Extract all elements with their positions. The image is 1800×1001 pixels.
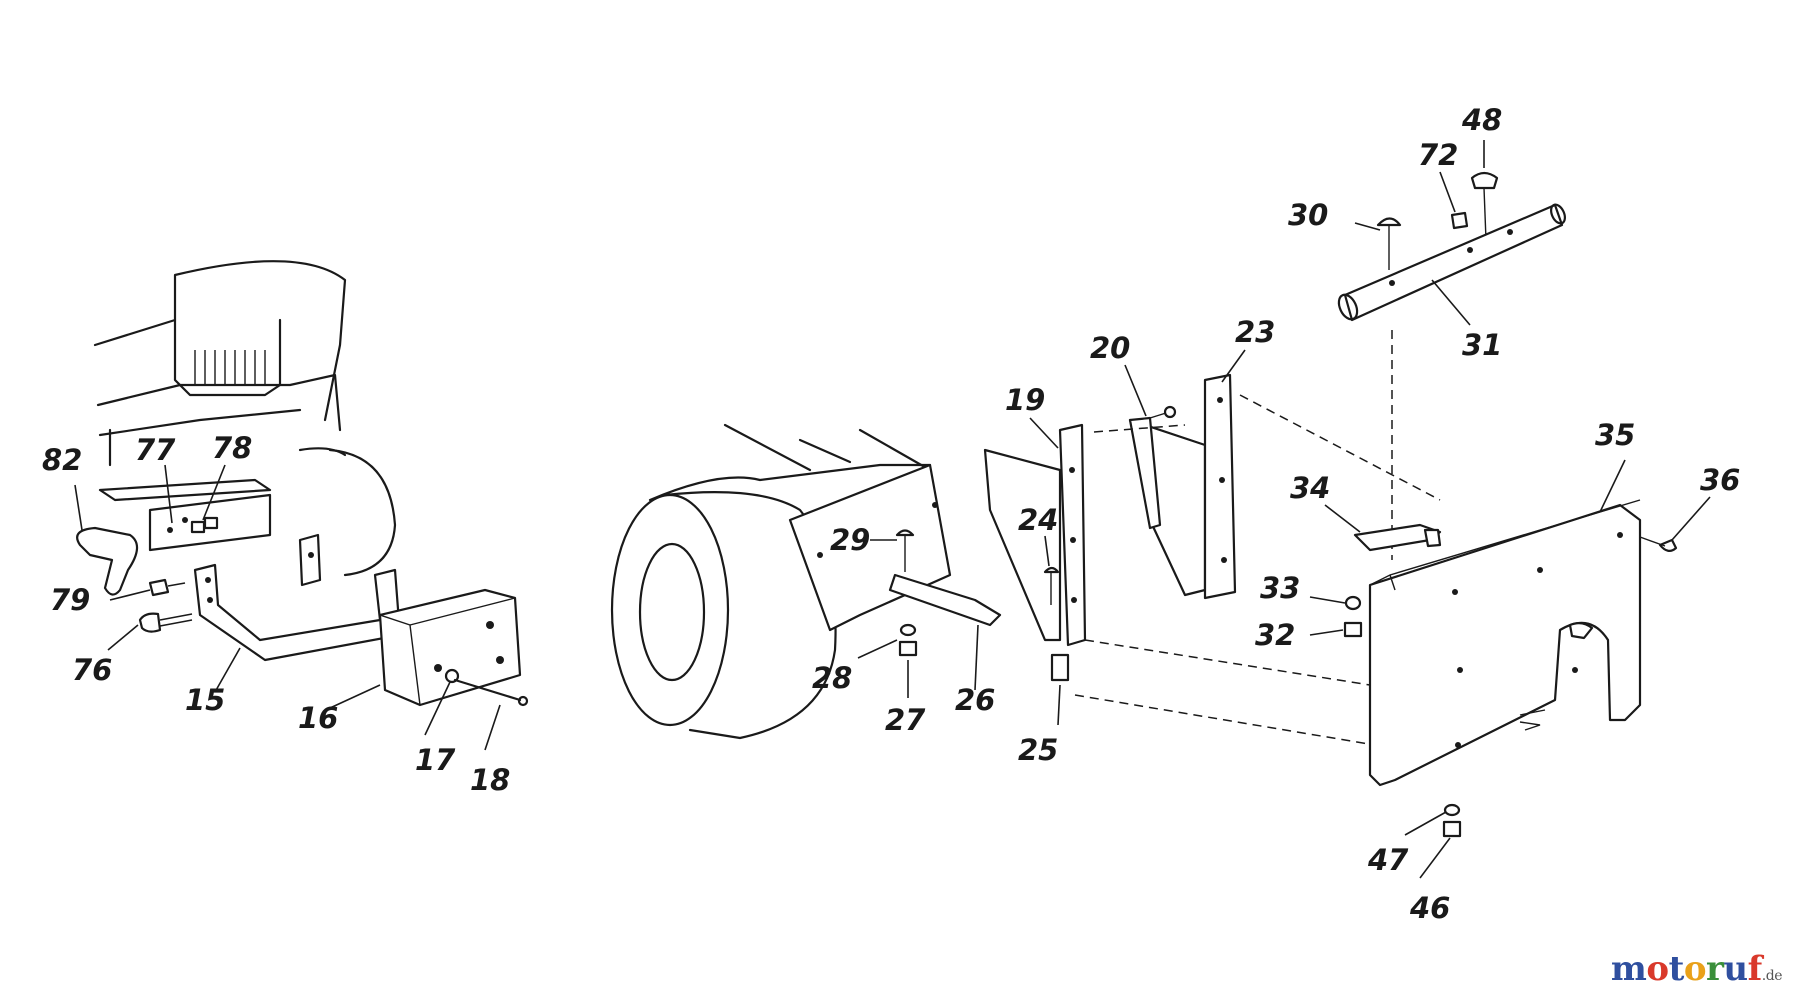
callout-numbers: 82 77 78 79 76 15 16 17 18 29 28 27 26 1… xyxy=(42,103,1740,925)
callout-32: 32 xyxy=(1255,618,1295,652)
part-29-bolt xyxy=(895,529,915,572)
watermark-letter: o xyxy=(1646,949,1669,989)
callout-34: 34 xyxy=(1290,471,1330,505)
part-20-bolt xyxy=(1149,405,1177,419)
part-27-nut xyxy=(898,640,918,657)
part-19-bracket xyxy=(983,423,1087,647)
callout-17: 17 xyxy=(415,743,456,777)
part-26-arm xyxy=(888,573,1002,627)
tractor-hood-front xyxy=(93,260,347,467)
front-wheel-left xyxy=(298,447,397,577)
part-33-washer xyxy=(1344,595,1362,611)
watermark-letter: o xyxy=(1683,949,1707,989)
part-30-bolt xyxy=(1376,217,1402,270)
part-28-washer xyxy=(899,623,917,637)
callout-27: 27 xyxy=(885,703,926,737)
callout-23: 23 xyxy=(1235,315,1275,349)
part-23-bracket xyxy=(1128,373,1237,600)
watermark-letter: m xyxy=(1610,949,1647,989)
callout-78: 78 xyxy=(212,431,252,465)
callout-19: 19 xyxy=(1005,383,1045,417)
part-72-nut xyxy=(1450,211,1469,230)
callout-33: 33 xyxy=(1260,571,1300,605)
callout-16: 16 xyxy=(298,701,338,735)
part-48-bolt xyxy=(1470,171,1499,241)
watermark-letter: t xyxy=(1668,949,1685,989)
part-77-bracket xyxy=(98,478,272,552)
callout-28: 28 xyxy=(812,661,852,695)
part-78-bolt xyxy=(190,516,219,534)
callout-77: 77 xyxy=(135,433,176,467)
callout-35: 35 xyxy=(1595,418,1635,452)
part-32-nut xyxy=(1343,621,1363,638)
part-16-weight-box xyxy=(378,588,522,707)
part-79-screw xyxy=(148,578,186,597)
callout-15: 15 xyxy=(185,683,225,717)
watermark-letter: u xyxy=(1723,949,1748,989)
callout-24: 24 xyxy=(1018,503,1058,537)
part-82-handle xyxy=(76,526,139,596)
callout-30: 30 xyxy=(1288,198,1328,232)
callout-26: 26 xyxy=(955,683,995,717)
part-76-bolt xyxy=(138,612,193,633)
part-36-bolt xyxy=(1639,536,1678,552)
callout-79: 79 xyxy=(50,583,90,617)
part-18-rod xyxy=(453,678,529,707)
callout-29: 29 xyxy=(830,523,870,557)
watermark-letters: motoruf xyxy=(1611,949,1762,989)
part-15-mount-bracket xyxy=(193,533,402,662)
callout-36: 36 xyxy=(1700,463,1740,497)
motoruf-watermark-logo: motoruf.de xyxy=(1611,949,1783,989)
watermark-tld: .de xyxy=(1761,968,1783,984)
part-34-bracket xyxy=(1353,523,1442,552)
callout-31: 31 xyxy=(1462,328,1502,362)
part-17-washer xyxy=(444,668,460,684)
assembly-lines xyxy=(1074,330,1441,746)
callout-48: 48 xyxy=(1461,103,1502,137)
callout-18: 18 xyxy=(470,763,510,797)
part-25-spacer xyxy=(1050,653,1070,682)
callout-47: 47 xyxy=(1367,843,1409,877)
watermark-letter: f xyxy=(1747,949,1763,989)
callout-20: 20 xyxy=(1090,331,1130,365)
part-35-plate xyxy=(1368,499,1642,787)
part-46-nut xyxy=(1442,820,1462,838)
callout-82: 82 xyxy=(42,443,82,477)
callout-72: 72 xyxy=(1418,138,1458,172)
callout-25: 25 xyxy=(1018,733,1058,767)
callout-76: 76 xyxy=(72,653,112,687)
leader-lines xyxy=(74,140,1711,879)
watermark-letter: r xyxy=(1706,949,1724,989)
part-31-tube xyxy=(1337,203,1566,322)
callout-46: 46 xyxy=(1409,891,1450,925)
part-47-washer xyxy=(1443,803,1461,817)
part-24-bolt xyxy=(1043,566,1060,605)
